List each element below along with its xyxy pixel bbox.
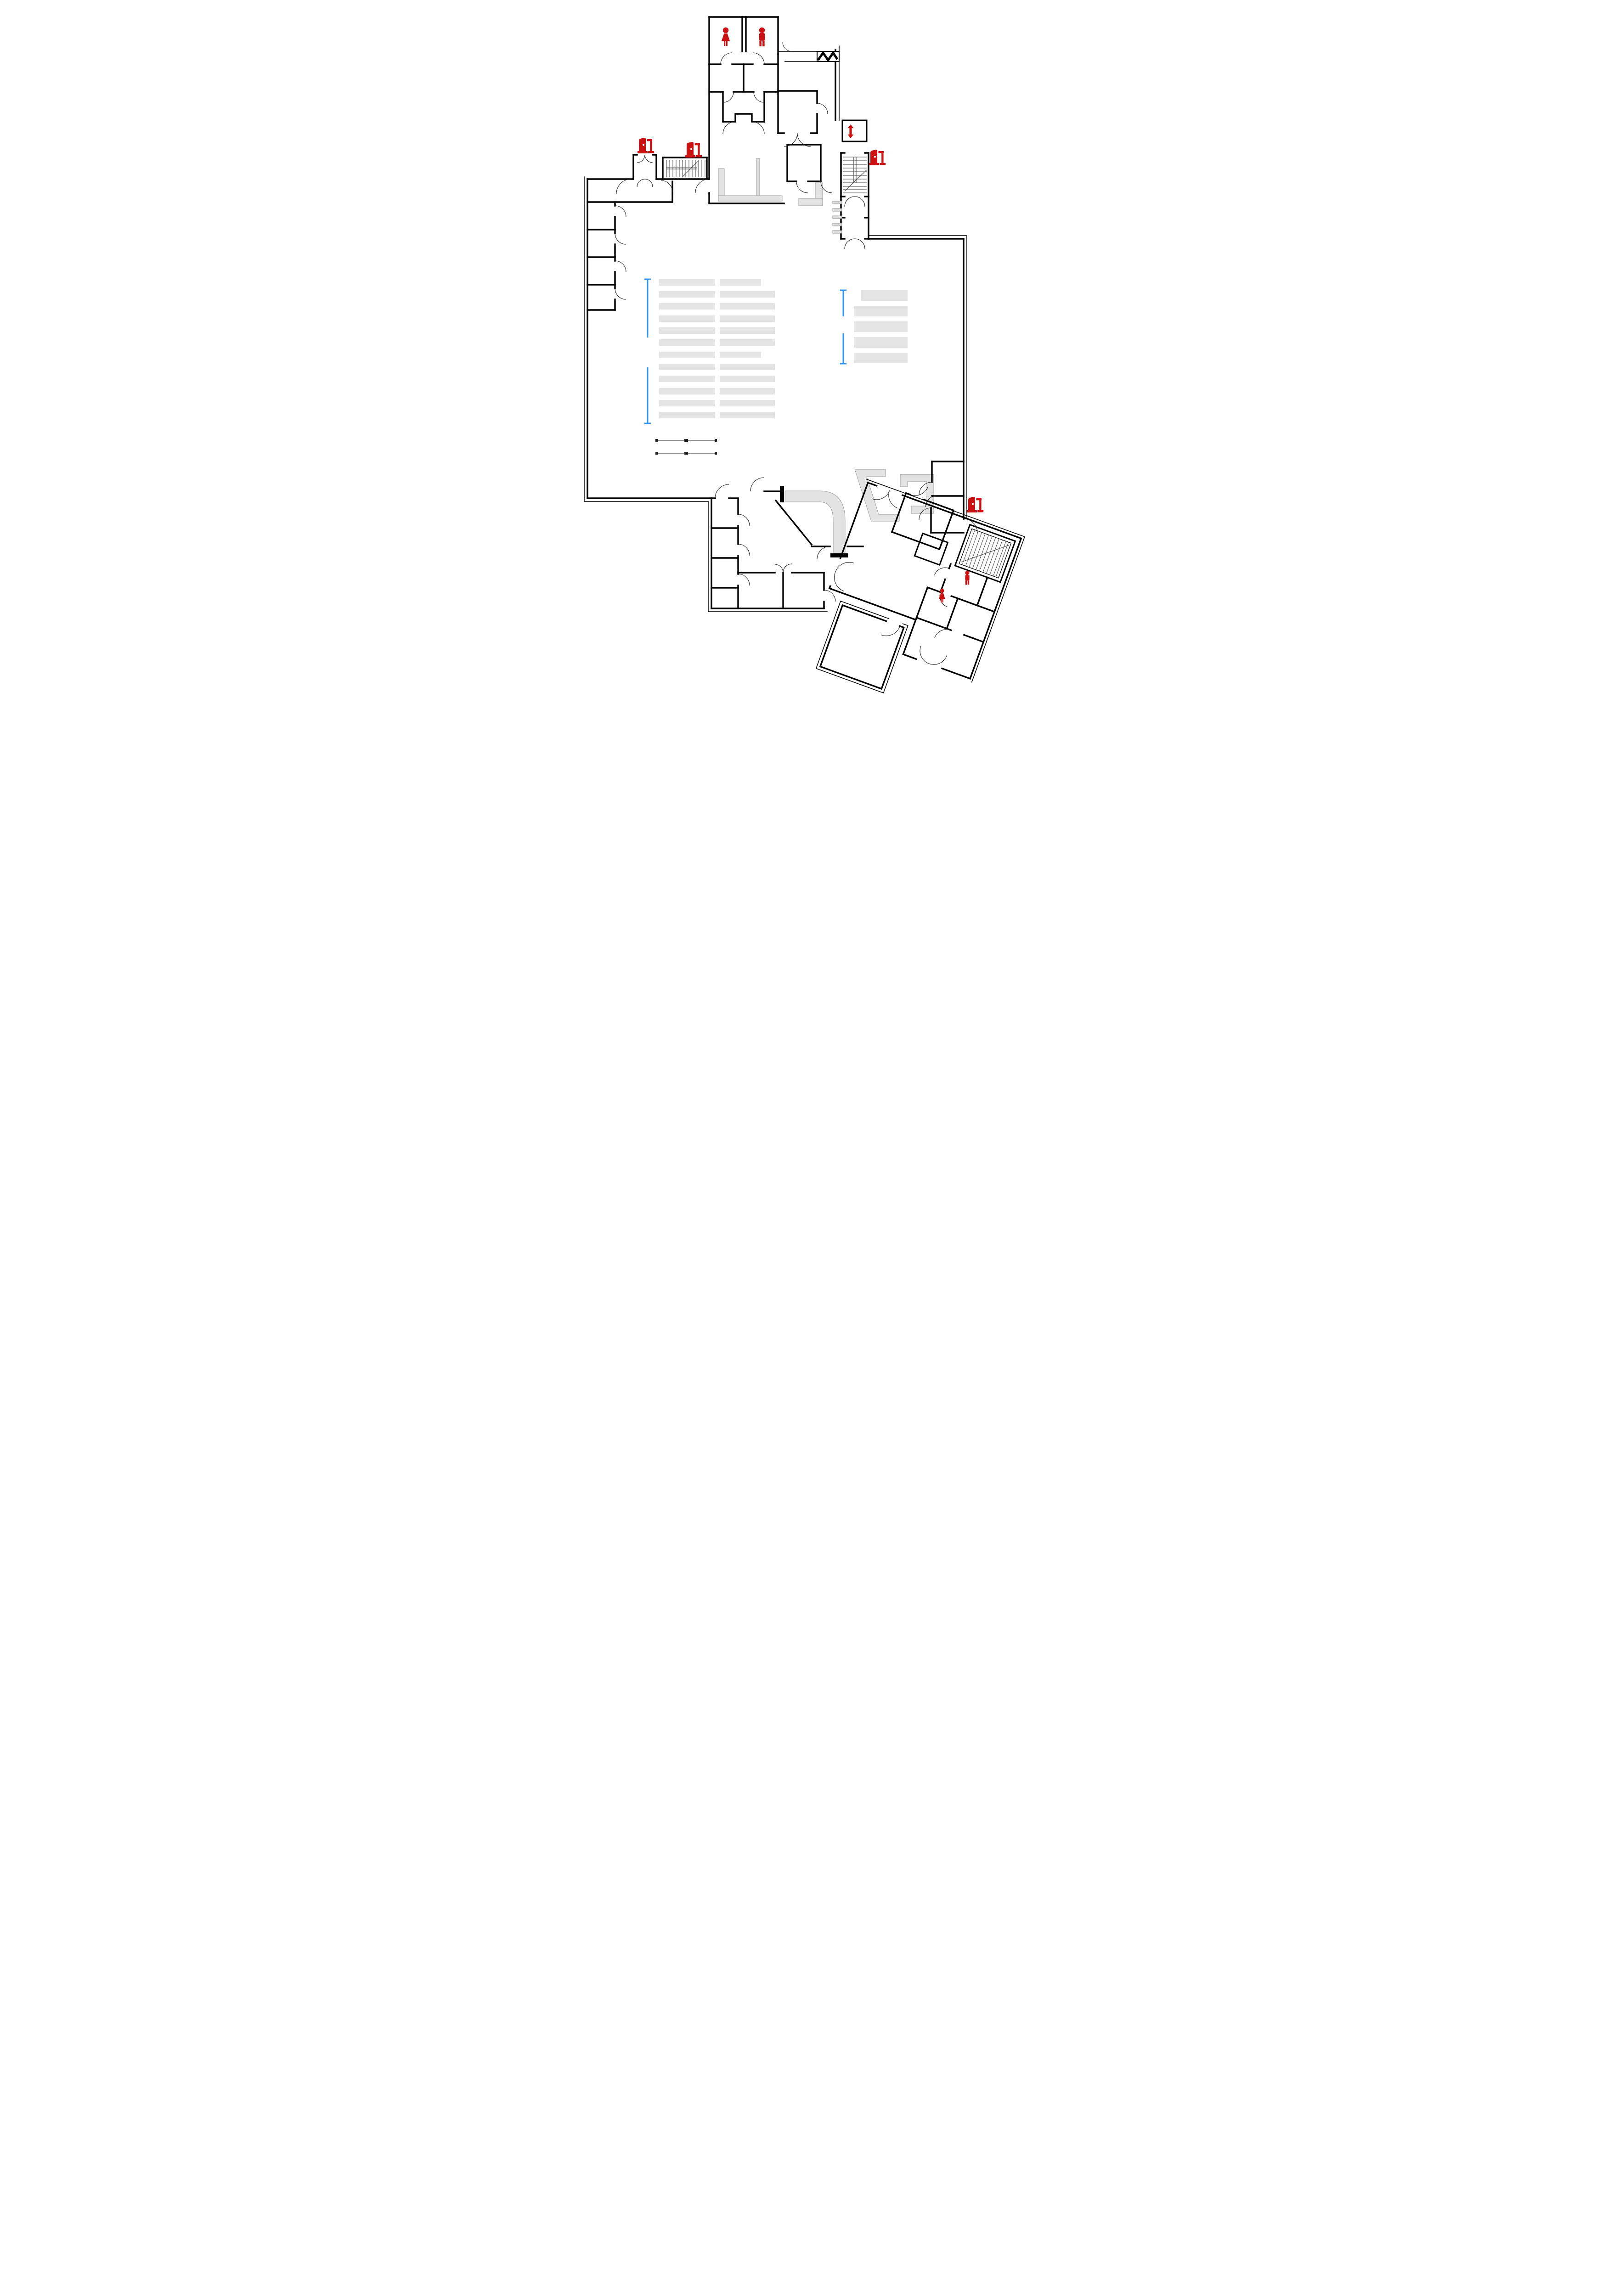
- seat-row-rows-6: [659, 388, 715, 394]
- wall-dash: [832, 223, 842, 226]
- counter-13-divider: [756, 158, 760, 196]
- seat-row-rows-7-8: [719, 303, 775, 310]
- dimension-brackets: [644, 278, 846, 424]
- elevator-a-shaft: [913, 532, 949, 566]
- wall-dash: [832, 215, 842, 219]
- seat-row-rows-6: [659, 279, 715, 286]
- seat-row-rows-6: [659, 364, 715, 370]
- counter-13-left: [718, 168, 724, 196]
- hatched-wall-strip: [816, 51, 840, 62]
- floor-plan: [569, 0, 1039, 730]
- bracket-16: [840, 289, 846, 365]
- seat-row-rows-16: [853, 321, 908, 332]
- man-icon: [759, 27, 765, 46]
- seat-row-rows-6: [659, 352, 715, 358]
- counter-12-horizontal: [798, 198, 823, 206]
- seat-row-rows-16: [853, 337, 908, 348]
- seat-row-rows-7-8: [719, 400, 775, 406]
- stairs-top-left: [666, 160, 705, 178]
- seat-row-rows-6: [659, 303, 715, 310]
- ramp-area-3: [784, 490, 845, 554]
- elevator-b-shaft: [841, 119, 867, 142]
- seat-row-rows-16: [853, 306, 908, 316]
- stairs-top-right: [842, 157, 867, 193]
- seat-row-rows-7-8: [719, 279, 761, 286]
- rotated-wing: [828, 478, 1025, 683]
- wing-stairs: [961, 529, 1009, 577]
- ramp-threshold-bottom: [830, 553, 848, 557]
- seat-row-rows-7-8: [719, 352, 761, 358]
- seat-row-rows-6: [659, 412, 715, 418]
- seat-row-rows-7-8: [719, 376, 775, 382]
- room-20-tilted: [891, 486, 954, 551]
- seat-row-rows-6: [659, 376, 715, 382]
- seat-row-rows-6: [659, 327, 715, 334]
- seating-rows: [659, 279, 908, 418]
- exit-door-icon: [685, 141, 702, 158]
- seat-row-rows-6: [659, 291, 715, 298]
- bracket-9: [644, 278, 651, 424]
- exit-door-icon: [869, 149, 886, 165]
- exit-door-icon: [637, 137, 654, 153]
- seat-row-rows-7-8: [719, 339, 775, 346]
- seat-row-rows-6: [659, 339, 715, 346]
- railing-area-6: [655, 439, 717, 455]
- counter-13-front: [718, 195, 782, 202]
- seat-row-rows-7-8: [719, 327, 775, 334]
- seat-row-rows-7-8: [719, 412, 775, 418]
- seat-row-rows-7-8: [719, 388, 775, 394]
- wall-dash: [832, 201, 842, 204]
- elevator-updown-icon: [847, 124, 853, 139]
- wall-dash: [832, 208, 842, 212]
- exit-door-icon: [966, 496, 983, 512]
- seat-row-rows-7-8: [719, 364, 775, 370]
- seat-row-rows-6: [659, 315, 715, 322]
- wing-stair-shaft: [954, 523, 1016, 583]
- man-icon: [965, 570, 970, 585]
- seat-row-rows-7-8: [719, 291, 775, 298]
- wall-dashes: [832, 201, 842, 234]
- doors: [614, 42, 978, 602]
- woman-icon: [721, 27, 730, 46]
- outer-walls-thin: [583, 45, 967, 612]
- seat-row-rows-6: [659, 400, 715, 406]
- ramp-threshold-top: [779, 486, 784, 502]
- seat-row-rows-7-8: [719, 315, 775, 322]
- seat-row-rows-16: [853, 353, 908, 363]
- wall-dash: [832, 230, 842, 234]
- seat-row-rows-16: [860, 290, 908, 301]
- floor-plan-svg: [583, 16, 1025, 694]
- counter-18: [854, 469, 899, 522]
- room-2: [815, 601, 908, 694]
